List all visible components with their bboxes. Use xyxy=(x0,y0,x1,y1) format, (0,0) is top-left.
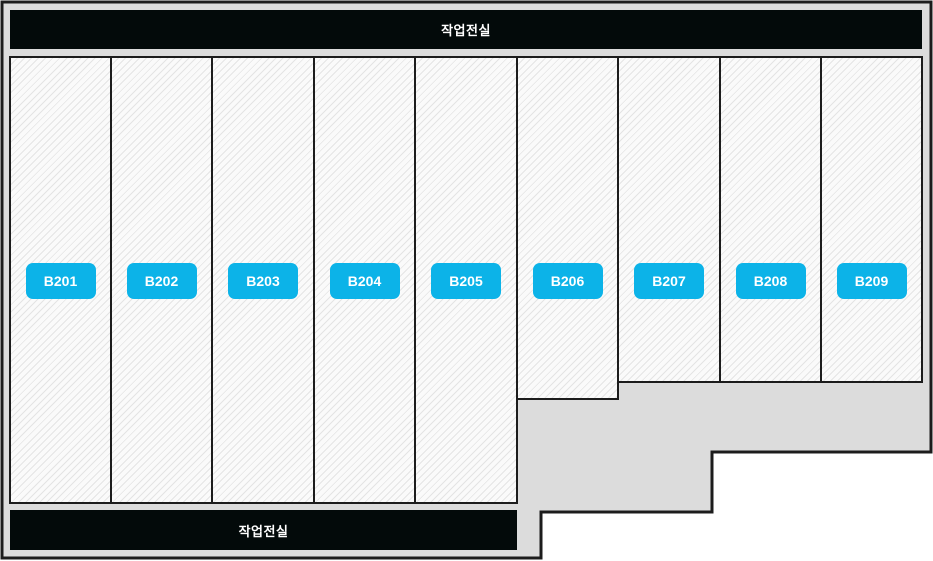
room-label-b207[interactable]: B207 xyxy=(634,263,704,299)
room-b202[interactable]: B202 xyxy=(110,56,213,504)
room-b208[interactable]: B208 xyxy=(719,56,822,383)
top-anteroom[interactable]: 작업전실 xyxy=(10,10,922,49)
room-label-b203[interactable]: B203 xyxy=(228,263,298,299)
top-anteroom-label: 작업전실 xyxy=(441,23,491,38)
room-label-b204[interactable]: B204 xyxy=(329,263,400,299)
room-b207[interactable]: B207 xyxy=(617,56,721,383)
room-b203[interactable]: B203 xyxy=(211,56,315,504)
room-b204[interactable]: B204 xyxy=(313,56,416,504)
room-label-b209[interactable]: B209 xyxy=(836,263,907,299)
room-b205[interactable]: B205 xyxy=(414,56,518,504)
room-label-b201[interactable]: B201 xyxy=(25,263,96,299)
room-b201[interactable]: B201 xyxy=(9,56,112,504)
room-label-b206[interactable]: B206 xyxy=(532,263,603,299)
bottom-anteroom[interactable]: 작업전실 xyxy=(10,510,517,550)
room-label-b208[interactable]: B208 xyxy=(735,263,806,299)
room-b209[interactable]: B209 xyxy=(820,56,923,383)
room-label-b205[interactable]: B205 xyxy=(431,263,501,299)
room-b206[interactable]: B206 xyxy=(516,56,619,400)
room-label-b202[interactable]: B202 xyxy=(126,263,197,299)
bottom-anteroom-label: 작업전실 xyxy=(238,523,289,539)
